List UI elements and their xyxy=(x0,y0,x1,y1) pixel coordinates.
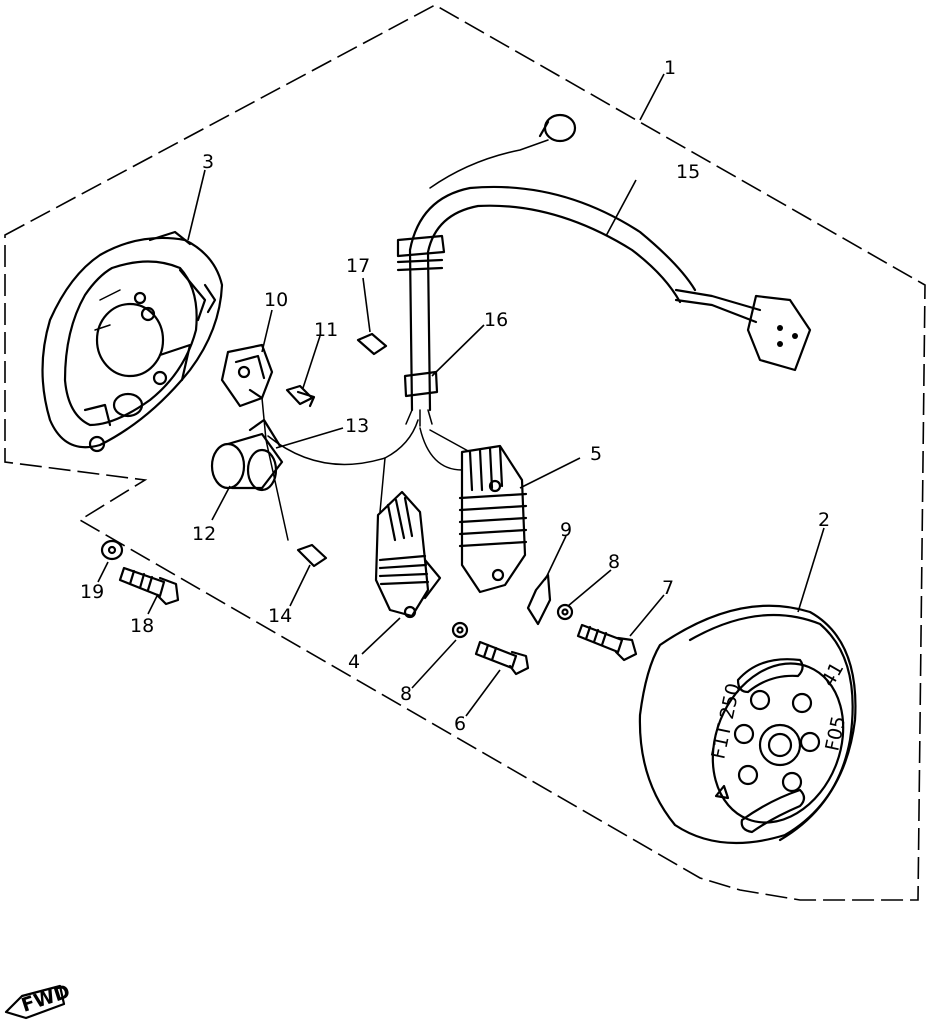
part-number-17: 17 xyxy=(346,255,370,277)
contact-breaker xyxy=(220,343,274,408)
condenser xyxy=(210,418,284,492)
part-number-16: 16 xyxy=(484,309,508,331)
clamp-16 xyxy=(403,370,439,398)
fwd-direction-badge: FWD xyxy=(4,980,73,1020)
part-number-8-lower: 8 xyxy=(400,683,412,705)
part-number-5: 5 xyxy=(590,443,602,465)
lighting-coil xyxy=(374,490,442,619)
part-number-1: 1 xyxy=(664,57,676,79)
part-number-7: 7 xyxy=(662,577,674,599)
washer-8b xyxy=(451,621,469,639)
stay-9 xyxy=(526,573,552,626)
leader-lines xyxy=(97,73,825,717)
breaker-wire xyxy=(261,397,289,541)
part-number-19: 19 xyxy=(80,581,104,603)
assembly-boundary xyxy=(4,4,926,901)
rotor-marking-right: F05 xyxy=(821,714,850,753)
part-number-13: 13 xyxy=(345,415,369,437)
part-number-4: 4 xyxy=(348,651,360,673)
condenser-wire xyxy=(267,419,419,466)
part-number-2: 2 xyxy=(818,509,830,531)
rotor-marking-top: 41 xyxy=(817,659,848,691)
stator-base-plate xyxy=(41,230,224,453)
screw-11 xyxy=(285,384,316,408)
part-number-6: 6 xyxy=(454,713,466,735)
part-number-12: 12 xyxy=(192,523,216,545)
part-number-9: 9 xyxy=(560,519,572,541)
part-number-15: 15 xyxy=(676,161,700,183)
bolt-7 xyxy=(576,623,638,662)
part-number-14: 14 xyxy=(268,605,292,627)
flywheel-rotor: F1T 250 F05 41 xyxy=(638,604,857,845)
part-number-18: 18 xyxy=(130,615,154,637)
part-number-8-right: 8 xyxy=(608,551,620,573)
rotor-marking-left: F1T 250 xyxy=(707,681,745,761)
screw-14 xyxy=(296,543,328,568)
part-number-11: 11 xyxy=(314,319,338,341)
part-number-10: 10 xyxy=(264,289,288,311)
screw-18 xyxy=(118,566,180,606)
screw-17 xyxy=(356,332,388,356)
part-number-3: 3 xyxy=(202,151,214,173)
wire-harness xyxy=(396,113,812,412)
charge-coil xyxy=(458,444,528,594)
bolt-6 xyxy=(474,640,530,676)
washer-19 xyxy=(100,539,124,561)
washer-8a xyxy=(556,603,574,621)
